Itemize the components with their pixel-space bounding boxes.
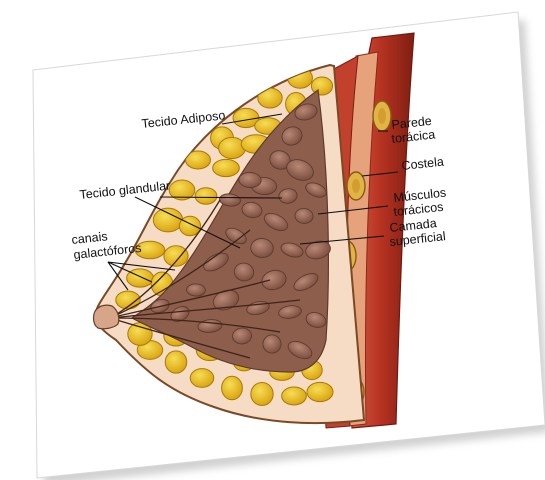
fat-lobule <box>153 208 182 232</box>
fat-lobule <box>213 159 240 176</box>
fat-lobule <box>195 188 217 204</box>
fat-lobule <box>251 382 273 405</box>
fat-lobule <box>127 269 154 287</box>
nipple <box>94 305 119 329</box>
fat-lobule <box>219 137 246 158</box>
fat-lobule <box>282 387 307 405</box>
gland-lobule <box>238 172 261 188</box>
fat-lobule <box>179 216 200 236</box>
fat-lobule <box>190 369 214 388</box>
fat-lobule <box>222 376 243 399</box>
gland-lobule <box>263 335 282 354</box>
fat-lobule <box>164 246 188 266</box>
fat-lobule <box>307 382 333 401</box>
fat-lobule <box>165 351 187 373</box>
gland-lobule <box>186 284 205 297</box>
